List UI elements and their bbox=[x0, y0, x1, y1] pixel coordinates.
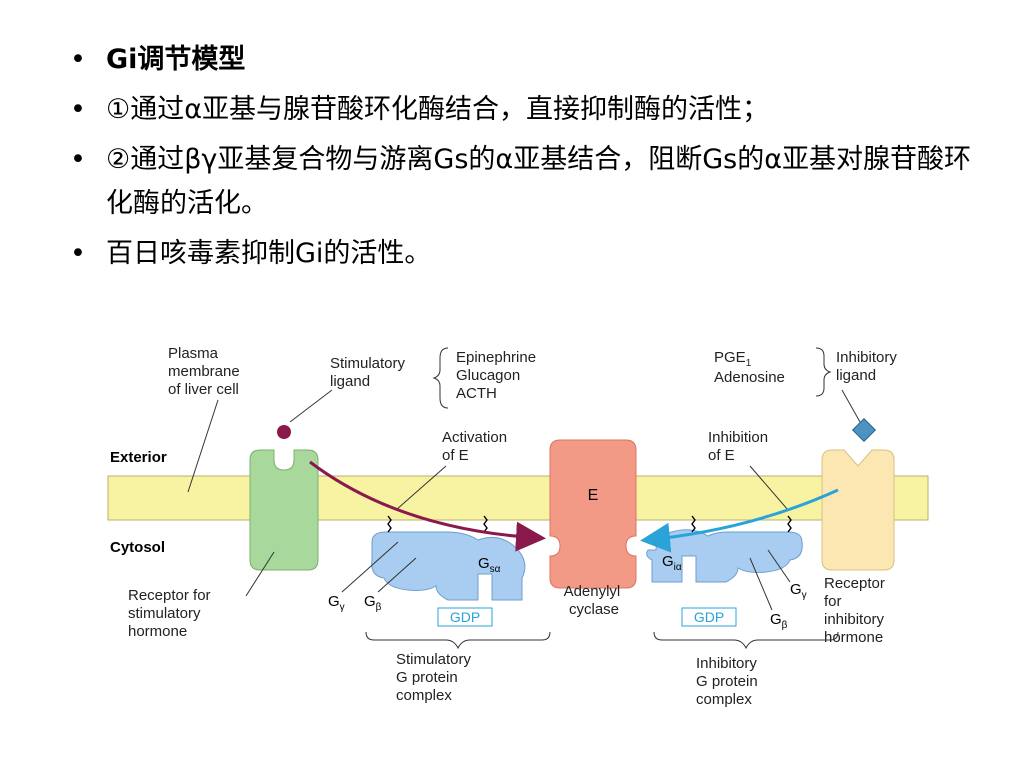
g-gamma-label-inhib: Gγ bbox=[790, 581, 807, 601]
bullet-item: ①通过α亚基与腺苷酸环化酶结合，直接抑制酶的活性； bbox=[66, 88, 996, 132]
inhibitory-g-protein bbox=[646, 529, 803, 583]
cell-membrane bbox=[107, 475, 929, 521]
leader-line bbox=[341, 541, 399, 593]
leader-line bbox=[377, 557, 417, 593]
cytosol-label: Cytosol bbox=[110, 539, 165, 556]
gdp-box-stim bbox=[437, 607, 493, 627]
gdp-label-stim: GDP bbox=[450, 609, 480, 625]
inhib-complex-bracket bbox=[653, 631, 839, 650]
inhibition-label: Inhibition of E bbox=[708, 429, 772, 464]
inhibitory-ligand-diamond bbox=[851, 417, 877, 443]
g-beta-label-stim: Gβ bbox=[364, 593, 382, 613]
gs-alpha-label: Gsα bbox=[478, 555, 501, 575]
bullet-list: Gi调节模型 ①通过α亚基与腺苷酸环化酶结合，直接抑制酶的活性； ②通过βγ亚基… bbox=[66, 38, 996, 282]
gdp-box-inhib bbox=[681, 607, 737, 627]
stim-complex-label: Stimulatory G protein complex bbox=[396, 651, 475, 704]
brace bbox=[815, 347, 832, 397]
stim-ligand-list: Epinephrine Glucagon ACTH bbox=[456, 349, 540, 402]
stimulatory-ligand-label: Stimulatory ligand bbox=[330, 355, 409, 390]
bullet-text: ②通过βγ亚基复合物与游离Gs的α亚基结合，阻断Gs的α亚基对腺苷酸环化酶的活化… bbox=[106, 144, 971, 219]
adenylyl-cyclase-enzyme bbox=[549, 439, 637, 589]
bullet-text: 百日咳毒素抑制Gi的活性。 bbox=[106, 238, 432, 269]
lipid-anchors bbox=[387, 515, 792, 533]
stimulatory-ligand-dot bbox=[277, 425, 291, 439]
activation-label: Activation of E bbox=[442, 429, 511, 464]
g-protein-diagram: Plasma membrane of liver cell Exterior C… bbox=[107, 345, 929, 708]
exterior-label: Exterior bbox=[110, 449, 167, 466]
adenylyl-cyclase-label: Adenylyl cyclase bbox=[564, 583, 625, 618]
enzyme-label: E bbox=[588, 487, 599, 504]
inhibitory-receptor bbox=[821, 449, 895, 571]
leader-line bbox=[749, 557, 773, 611]
gdp-label-inhib: GDP bbox=[694, 609, 724, 625]
inhib-complex-label: Inhibitory G protein complex bbox=[696, 655, 762, 708]
leader-line bbox=[245, 551, 275, 597]
leader-line bbox=[767, 549, 791, 583]
receptor-inhib-label: Receptor for inhibitory hormone bbox=[824, 575, 889, 646]
stim-complex-bracket bbox=[365, 631, 551, 650]
brace bbox=[432, 347, 449, 409]
bullet-item: ②通过βγ亚基复合物与游离Gs的α亚基结合，阻断Gs的α亚基对腺苷酸环化酶的活化… bbox=[66, 138, 996, 226]
bullet-item-title: Gi调节模型 bbox=[66, 38, 996, 82]
leader-line bbox=[395, 465, 447, 511]
bullet-text: ①通过α亚基与腺苷酸环化酶结合，直接抑制酶的活性； bbox=[106, 94, 770, 125]
inhibitory-arrow bbox=[640, 488, 839, 553]
leader-line bbox=[749, 465, 789, 511]
bullet-item: 百日咳毒素抑制Gi的活性。 bbox=[66, 232, 996, 276]
g-beta-label-inhib: Gβ bbox=[770, 611, 788, 631]
leader-line bbox=[289, 389, 333, 423]
inhibitory-ligand-label: Inhibitory ligand bbox=[836, 349, 901, 384]
leader-line bbox=[841, 389, 861, 423]
plasma-membrane-label: Plasma membrane of liver cell bbox=[168, 345, 244, 398]
gi-alpha-label: Giα bbox=[662, 553, 682, 573]
g-gamma-label-stim: Gγ bbox=[328, 593, 345, 613]
bullet-text: Gi调节模型 bbox=[106, 44, 246, 75]
stimulatory-activation-arrow bbox=[309, 460, 546, 552]
leader-line bbox=[187, 399, 219, 493]
receptor-stim-label: Receptor for stimulatory hormone bbox=[128, 587, 215, 640]
stimulatory-g-protein bbox=[371, 531, 526, 601]
stimulatory-receptor bbox=[249, 449, 319, 571]
inhib-ligand-list: PGE1 Adenosine bbox=[714, 349, 785, 386]
